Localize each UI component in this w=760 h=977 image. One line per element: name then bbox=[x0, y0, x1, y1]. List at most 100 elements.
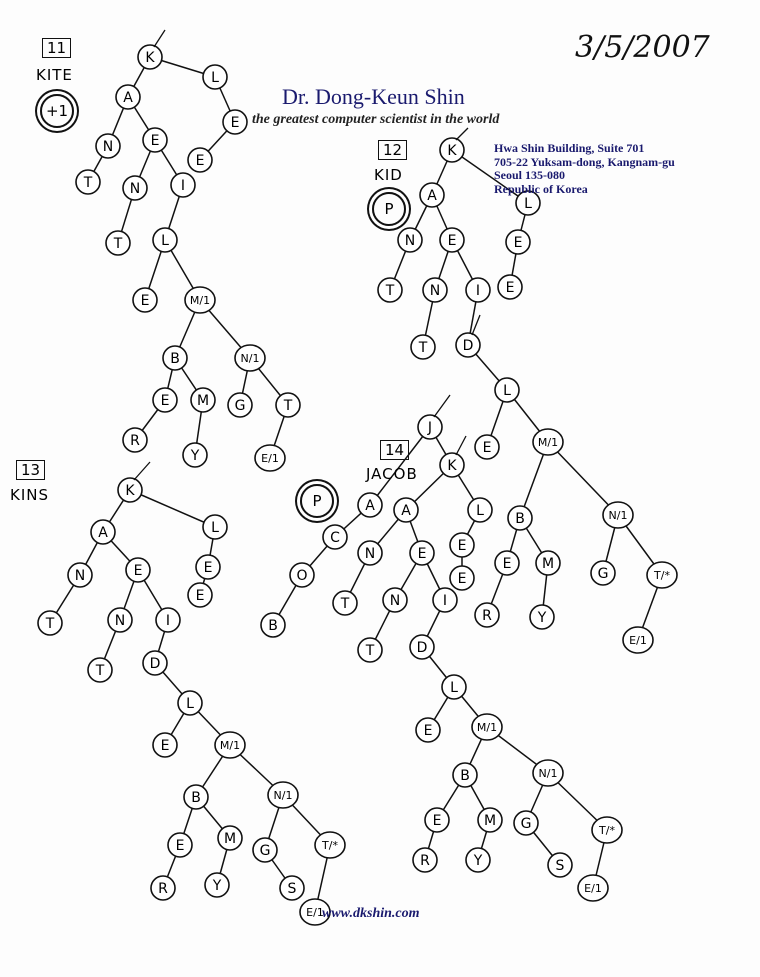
tree-node: D bbox=[142, 650, 168, 676]
node-label: B bbox=[268, 618, 278, 634]
node-label-with-count: E/1 bbox=[629, 634, 647, 647]
tree-node: B bbox=[507, 505, 533, 531]
tree-node: E bbox=[497, 274, 523, 300]
node-label: E bbox=[204, 560, 213, 576]
tree-node: G bbox=[513, 810, 539, 836]
node-label-with-count: T/* bbox=[598, 824, 615, 837]
tree-node: L bbox=[152, 227, 178, 253]
tree-node: Y bbox=[182, 442, 208, 468]
node-label: N bbox=[115, 613, 125, 629]
tree-node: E bbox=[187, 582, 213, 608]
tree-node: T/* bbox=[646, 561, 678, 589]
tree-node: L bbox=[202, 64, 228, 90]
node-label: B bbox=[515, 511, 525, 527]
node-label-with-count: N/1 bbox=[274, 789, 293, 802]
tree-node: Y bbox=[465, 847, 491, 873]
node-label: L bbox=[476, 503, 484, 519]
tree-edge bbox=[129, 489, 216, 528]
tree-node: R bbox=[122, 427, 148, 453]
node-label: R bbox=[130, 433, 140, 449]
tree-node: N bbox=[95, 133, 121, 159]
tree-node: B bbox=[162, 345, 188, 371]
node-label: B bbox=[191, 790, 201, 806]
tree-node: N bbox=[107, 607, 133, 633]
node-label: N bbox=[75, 568, 85, 584]
tree-node: K bbox=[117, 477, 143, 503]
node-label: E bbox=[458, 571, 467, 587]
node-label: E bbox=[196, 153, 205, 169]
tree-node: R bbox=[474, 602, 500, 628]
tree-node: N bbox=[357, 540, 383, 566]
tree-edge bbox=[451, 149, 529, 204]
node-label: A bbox=[98, 525, 108, 541]
node-label: E bbox=[196, 588, 205, 604]
address-line: Seoul 135-080 bbox=[494, 168, 566, 182]
tree-node: N/1 bbox=[234, 344, 266, 372]
tree-node: I bbox=[465, 277, 491, 303]
tree-node: S bbox=[547, 852, 573, 878]
tree-node: L bbox=[441, 674, 467, 700]
tree-node: E bbox=[187, 147, 213, 173]
pointer-arrow bbox=[455, 127, 469, 141]
node-label: T bbox=[365, 643, 375, 659]
address-line: Hwa Shin Building, Suite 701 bbox=[494, 141, 645, 155]
node-label: M bbox=[197, 393, 209, 409]
node-label: E bbox=[433, 813, 442, 829]
tree-node: L bbox=[177, 690, 203, 716]
node-label: K bbox=[145, 50, 155, 66]
node-label: Y bbox=[190, 448, 200, 464]
letterhead-tagline: the greatest computer scientist in the w… bbox=[252, 112, 500, 127]
tree-node: E bbox=[494, 550, 520, 576]
node-label: K bbox=[447, 458, 457, 474]
node-label: T bbox=[95, 663, 105, 679]
node-label: M bbox=[224, 831, 236, 847]
node-label: E bbox=[424, 723, 433, 739]
tree-node: N/1 bbox=[267, 781, 299, 809]
pointer-arrow bbox=[133, 461, 151, 481]
node-label: D bbox=[150, 656, 161, 672]
node-label: S bbox=[288, 881, 297, 897]
tree-node: A bbox=[357, 492, 383, 518]
node-label-with-count: M/1 bbox=[220, 739, 240, 752]
node-label: T bbox=[418, 340, 428, 356]
tree-node: D bbox=[409, 634, 435, 660]
tree-node: E bbox=[125, 557, 151, 583]
node-label: N bbox=[103, 139, 113, 155]
note-number: 12 bbox=[378, 140, 408, 160]
tree-node: E bbox=[449, 532, 475, 558]
tree-node: O bbox=[289, 562, 315, 588]
node-label-with-count: M/1 bbox=[538, 436, 558, 449]
handwritten-date: 3/5/2007 bbox=[575, 30, 710, 65]
node-label: K bbox=[125, 483, 135, 499]
tree-node: T/* bbox=[314, 831, 346, 859]
tree-node: K bbox=[439, 137, 465, 163]
tree-node: D bbox=[455, 332, 481, 358]
node-label: M bbox=[542, 556, 554, 572]
address-line: 705-22 Yuksam-dong, Kangnam-gu bbox=[494, 154, 675, 169]
tree-node: N bbox=[67, 562, 93, 588]
node-label: R bbox=[482, 608, 492, 624]
tree-node: Y bbox=[204, 872, 230, 898]
tree-node: M/1 bbox=[214, 731, 246, 759]
tree-edge bbox=[369, 426, 431, 506]
node-label-with-count: M/1 bbox=[190, 294, 210, 307]
node-label: R bbox=[158, 881, 168, 897]
node-label: T bbox=[83, 175, 93, 191]
tree-node: M/1 bbox=[184, 286, 216, 314]
pointer-arrow bbox=[471, 314, 481, 336]
tree-node: B bbox=[452, 762, 478, 788]
note-word: KITE bbox=[36, 66, 73, 84]
node-label-with-count: N/1 bbox=[241, 352, 260, 365]
node-label: E bbox=[151, 133, 160, 149]
tree-node: G bbox=[252, 837, 278, 863]
tree-node: B bbox=[260, 612, 286, 638]
tree-node: E bbox=[449, 565, 475, 591]
node-label: N bbox=[365, 546, 375, 562]
tree-node: J bbox=[417, 414, 443, 440]
tree-node: A bbox=[115, 84, 141, 110]
node-label: E bbox=[506, 280, 515, 296]
